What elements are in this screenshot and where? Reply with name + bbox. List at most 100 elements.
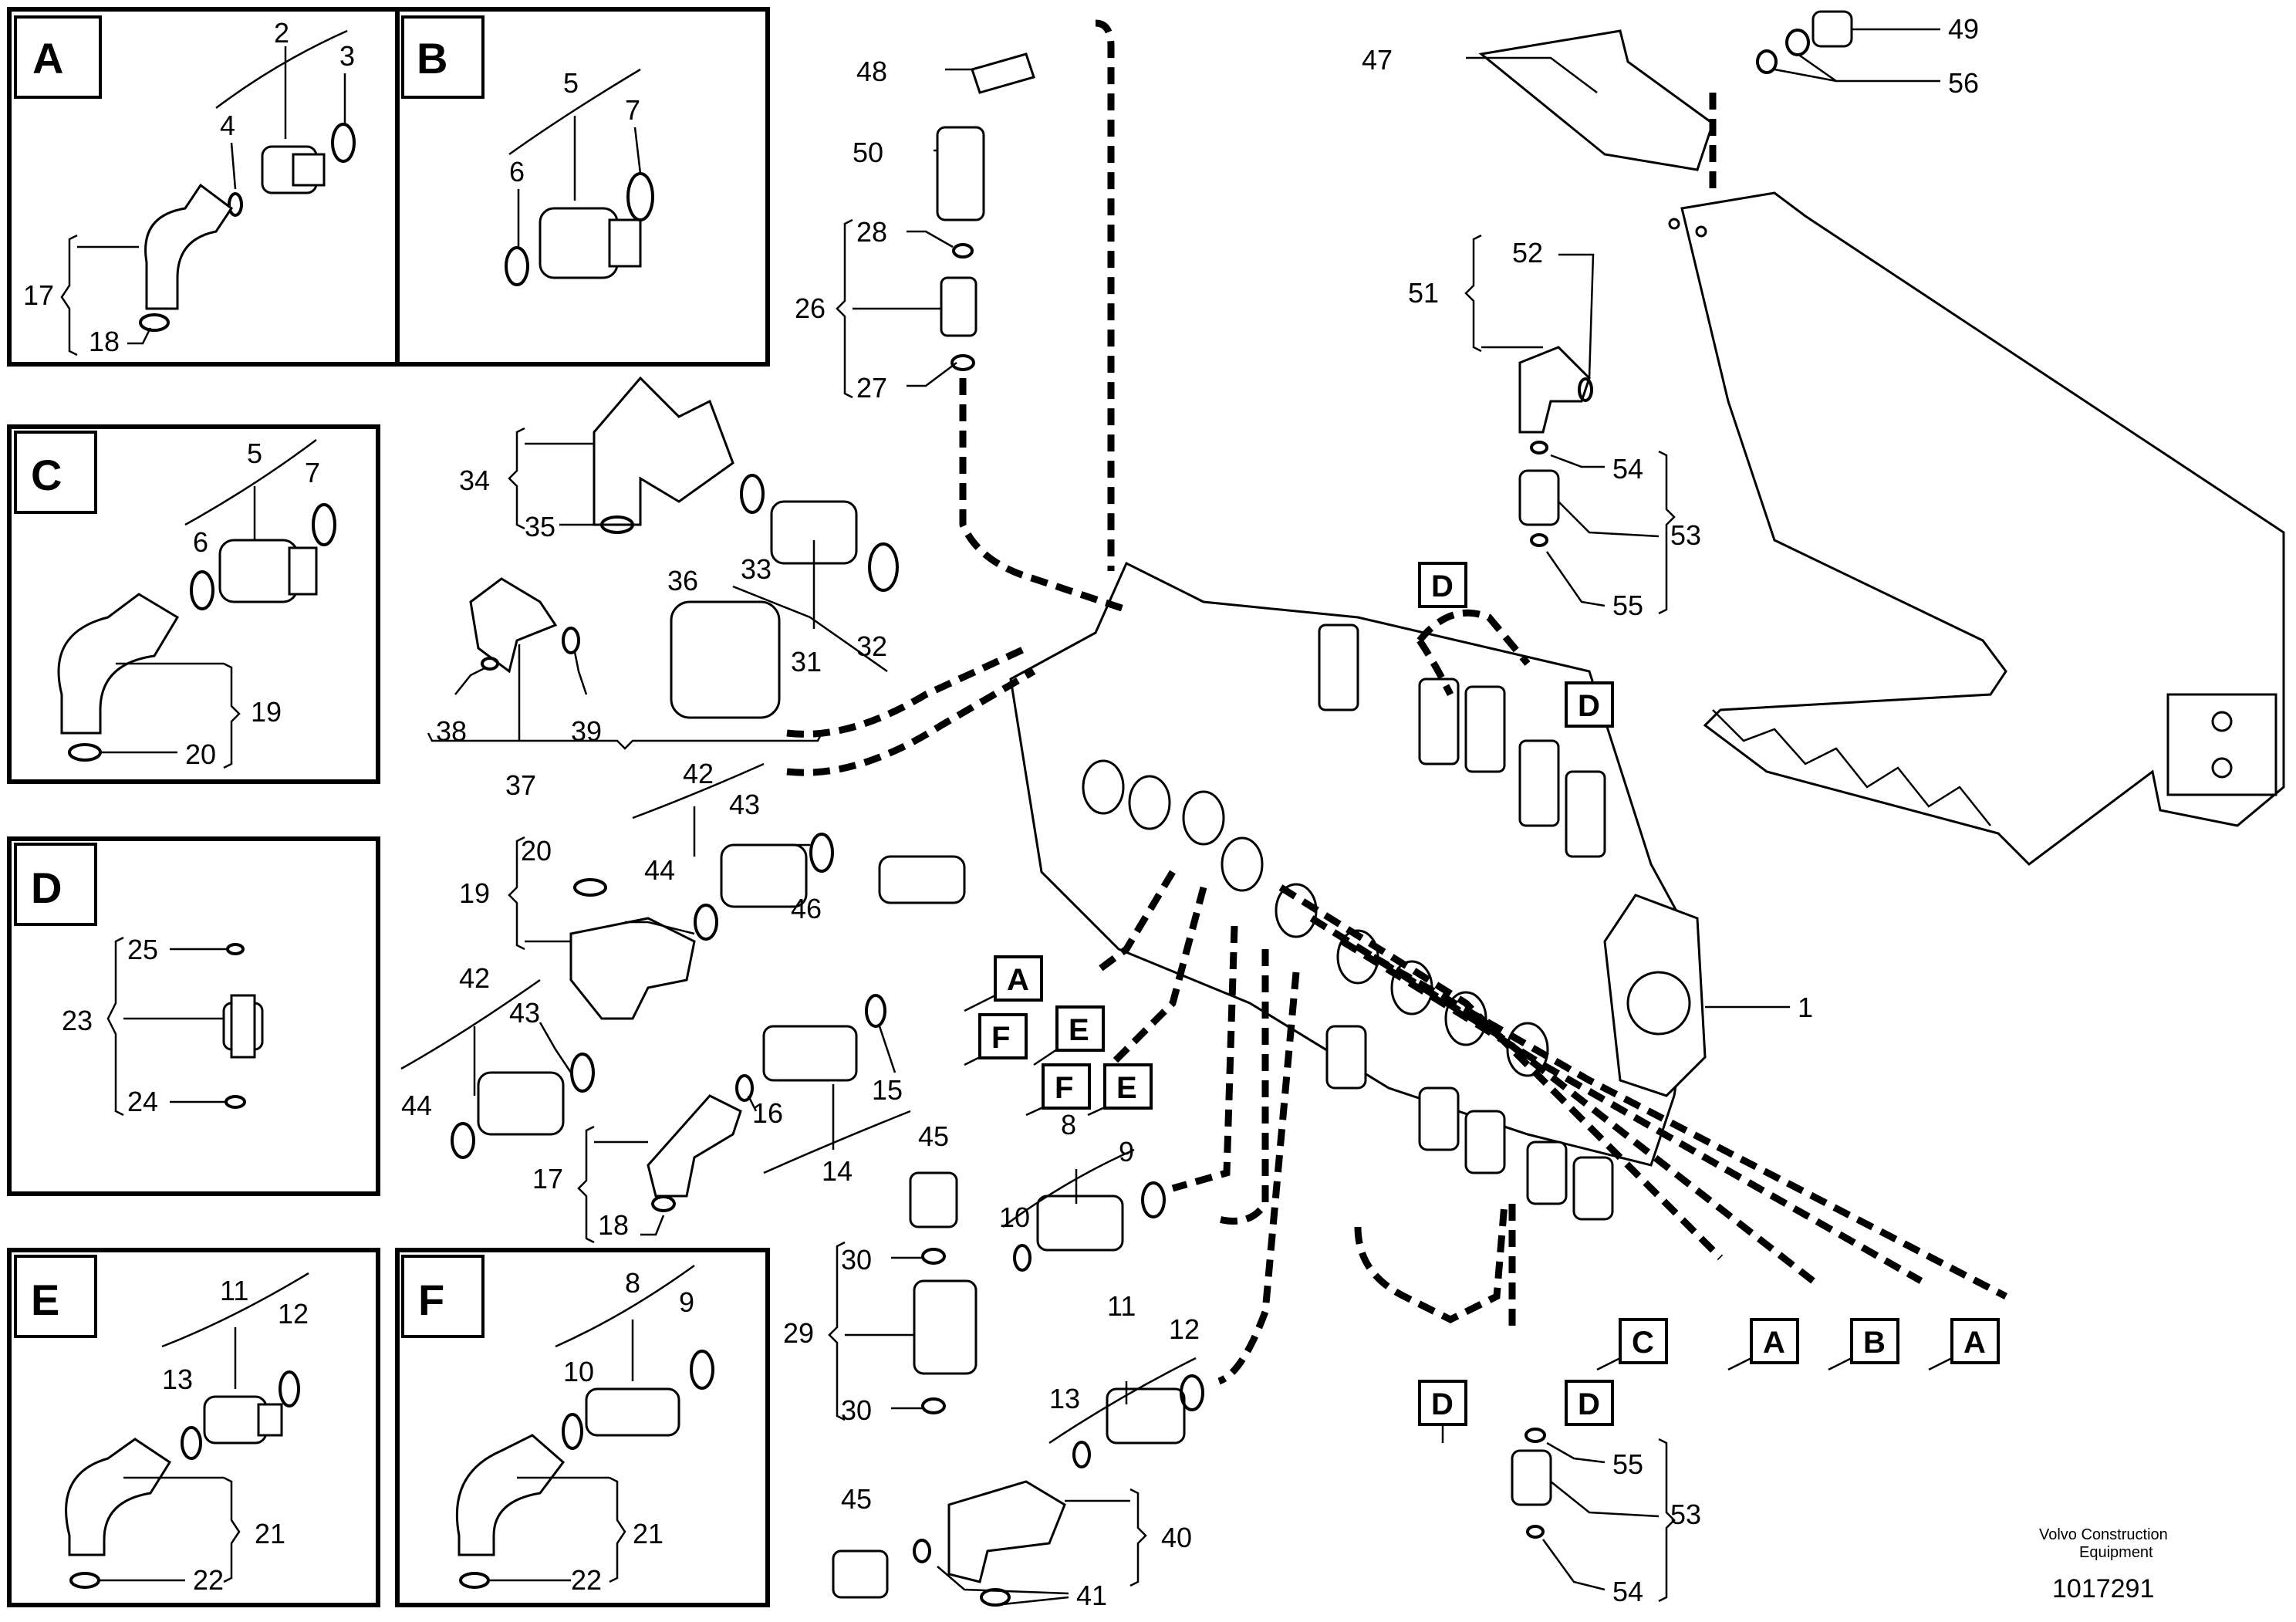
inset-c-letter: C bbox=[31, 451, 62, 499]
fitting-icon bbox=[469, 10, 1853, 1599]
svg-text:55: 55 bbox=[1612, 590, 1643, 621]
svg-text:12: 12 bbox=[1169, 1313, 1200, 1345]
svg-text:36: 36 bbox=[667, 565, 698, 596]
svg-text:42: 42 bbox=[459, 962, 490, 994]
credit-block: Volvo Construction Equipment 1017291 bbox=[2039, 1526, 2168, 1603]
svg-text:B: B bbox=[1863, 1326, 1886, 1360]
svg-text:A: A bbox=[1963, 1326, 1986, 1360]
svg-text:25: 25 bbox=[127, 934, 158, 965]
svg-text:43: 43 bbox=[729, 789, 760, 820]
svg-text:5: 5 bbox=[247, 438, 262, 469]
svg-text:54: 54 bbox=[1612, 1576, 1643, 1607]
svg-text:19: 19 bbox=[251, 696, 282, 728]
svg-text:27: 27 bbox=[856, 372, 887, 404]
svg-text:5: 5 bbox=[563, 67, 579, 99]
svg-text:43: 43 bbox=[509, 997, 540, 1029]
hose-icon bbox=[786, 19, 2008, 1385]
svg-text:55: 55 bbox=[1612, 1448, 1643, 1480]
svg-text:C: C bbox=[1632, 1326, 1654, 1360]
svg-text:8: 8 bbox=[625, 1267, 640, 1299]
svg-text:28: 28 bbox=[856, 216, 887, 248]
svg-text:10: 10 bbox=[563, 1356, 594, 1387]
svg-text:18: 18 bbox=[89, 326, 120, 357]
svg-text:D: D bbox=[1578, 689, 1600, 723]
svg-text:32: 32 bbox=[856, 630, 887, 662]
svg-text:11: 11 bbox=[1107, 1290, 1136, 1322]
svg-text:48: 48 bbox=[856, 56, 887, 87]
callouts: 1 8 9 10 11 12 13 14 15 16 17 18 19 20 2… bbox=[400, 13, 1979, 1611]
svg-text:53: 53 bbox=[1670, 1499, 1701, 1530]
svg-text:E: E bbox=[1116, 1071, 1137, 1105]
svg-text:29: 29 bbox=[783, 1317, 814, 1349]
svg-text:50: 50 bbox=[853, 137, 883, 168]
svg-text:42: 42 bbox=[683, 758, 714, 789]
svg-text:37: 37 bbox=[505, 769, 536, 801]
svg-text:9: 9 bbox=[679, 1286, 694, 1318]
svg-text:13: 13 bbox=[162, 1363, 193, 1395]
svg-text:15: 15 bbox=[872, 1074, 903, 1106]
svg-text:49: 49 bbox=[1948, 13, 1979, 45]
svg-text:E: E bbox=[1069, 1013, 1089, 1047]
svg-text:A: A bbox=[1763, 1326, 1785, 1360]
valve-body-icon bbox=[1009, 561, 1707, 1221]
inset-e-letter: E bbox=[31, 1276, 59, 1324]
svg-text:52: 52 bbox=[1512, 237, 1543, 269]
svg-text:9: 9 bbox=[1119, 1136, 1134, 1168]
o-ring-icon bbox=[451, 29, 1810, 1607]
svg-text:22: 22 bbox=[571, 1564, 602, 1596]
inset-c: C 5 6 7 19 20 bbox=[7, 424, 380, 784]
svg-text:33: 33 bbox=[741, 553, 772, 585]
svg-text:23: 23 bbox=[62, 1005, 93, 1036]
svg-text:2: 2 bbox=[274, 17, 289, 49]
svg-text:19: 19 bbox=[459, 877, 490, 909]
svg-text:44: 44 bbox=[644, 854, 675, 886]
svg-text:4: 4 bbox=[220, 110, 235, 141]
ref-tags: A F E F E D D D D C A B A bbox=[964, 562, 2000, 1443]
inset-d-letter: D bbox=[31, 863, 62, 912]
inset-f-letter: F bbox=[418, 1276, 444, 1324]
svg-text:D: D bbox=[1431, 1387, 1454, 1421]
svg-text:17: 17 bbox=[532, 1163, 563, 1195]
credit-line-1: Volvo Construction bbox=[2039, 1526, 2168, 1543]
svg-text:39: 39 bbox=[571, 715, 602, 747]
svg-text:30: 30 bbox=[841, 1394, 872, 1426]
inset-d: D 23 25 24 bbox=[7, 836, 380, 1196]
svg-text:F: F bbox=[1055, 1071, 1073, 1105]
svg-text:21: 21 bbox=[633, 1518, 663, 1549]
svg-text:53: 53 bbox=[1670, 519, 1701, 551]
svg-text:16: 16 bbox=[752, 1097, 783, 1129]
svg-text:22: 22 bbox=[193, 1564, 224, 1596]
inset-b-letter: B bbox=[417, 34, 447, 83]
svg-text:14: 14 bbox=[822, 1155, 853, 1187]
svg-text:11: 11 bbox=[220, 1275, 248, 1306]
svg-text:47: 47 bbox=[1362, 44, 1393, 76]
svg-text:45: 45 bbox=[918, 1120, 949, 1152]
document-number: 1017291 bbox=[2052, 1574, 2154, 1603]
svg-text:8: 8 bbox=[1061, 1109, 1076, 1140]
svg-text:F: F bbox=[991, 1021, 1010, 1055]
svg-text:51: 51 bbox=[1408, 277, 1439, 309]
svg-text:54: 54 bbox=[1612, 453, 1643, 485]
inset-f: F 8 10 9 21 22 bbox=[395, 1248, 770, 1607]
svg-text:17: 17 bbox=[23, 279, 54, 311]
svg-text:31: 31 bbox=[791, 646, 822, 678]
svg-text:56: 56 bbox=[1948, 67, 1979, 99]
svg-text:46: 46 bbox=[791, 893, 822, 924]
svg-text:12: 12 bbox=[278, 1298, 309, 1330]
svg-text:3: 3 bbox=[339, 40, 355, 72]
svg-text:34: 34 bbox=[459, 465, 490, 496]
svg-text:13: 13 bbox=[1049, 1383, 1080, 1414]
inset-e: E 11 13 12 21 22 bbox=[7, 1248, 380, 1607]
svg-text:21: 21 bbox=[255, 1518, 285, 1549]
svg-text:45: 45 bbox=[841, 1483, 872, 1515]
svg-text:35: 35 bbox=[525, 511, 555, 542]
svg-text:20: 20 bbox=[185, 738, 216, 770]
svg-text:30: 30 bbox=[841, 1244, 872, 1276]
svg-text:6: 6 bbox=[509, 156, 525, 188]
svg-text:41: 41 bbox=[1076, 1580, 1107, 1611]
svg-text:7: 7 bbox=[625, 94, 640, 126]
svg-text:38: 38 bbox=[436, 715, 467, 747]
credit-line-2: Equipment bbox=[2079, 1544, 2153, 1561]
svg-text:44: 44 bbox=[401, 1090, 432, 1121]
